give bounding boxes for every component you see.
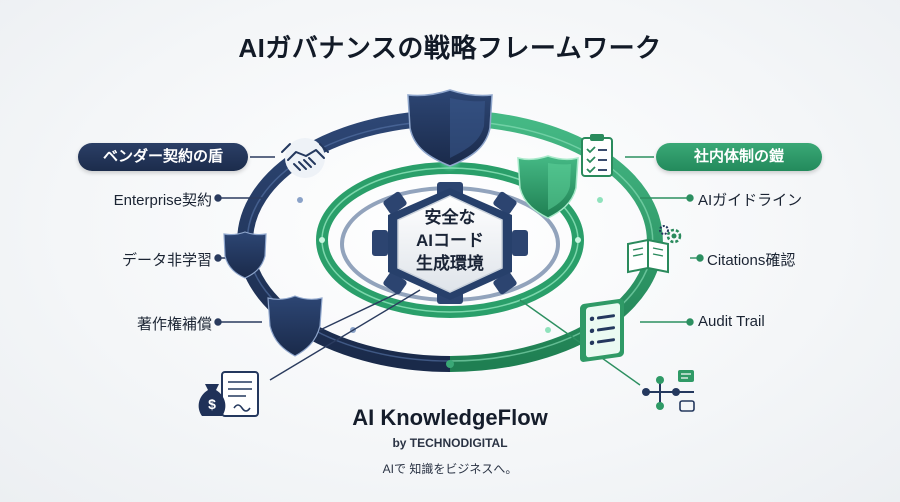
handshake-icon: [281, 138, 329, 178]
workflow-icon: [642, 370, 695, 412]
brand-name: AI KnowledgeFlow: [352, 405, 548, 430]
page-title: AIガバナンスの戦略フレームワーク: [238, 33, 662, 63]
vendor-contract-header: ベンダー契約の盾: [78, 143, 248, 171]
shield-icon: [517, 155, 579, 219]
right-item-label: AIガイドライン: [698, 192, 803, 209]
checklist-icon: [581, 134, 613, 177]
left-item-label: Enterprise契約: [113, 192, 212, 209]
shield-icon: [407, 89, 493, 167]
center-line: AIコード: [416, 231, 484, 250]
book-gear-icon: [627, 225, 682, 274]
left-item-label: 著作権補償: [136, 316, 212, 333]
svg-text:$: $: [208, 396, 216, 412]
left-item-label: データ非学習: [121, 252, 212, 269]
center-line: 生成環境: [416, 254, 484, 273]
internal-structure-header: 社内体制の鎧: [656, 143, 822, 171]
left-connectors: [214, 156, 421, 381]
brand-company: by TECHNODIGITAL: [392, 436, 508, 450]
center-label: 安全な AIコード 生成環境: [395, 206, 505, 275]
center-hexagon: [397, 195, 503, 293]
brand-tagline: AIで 知識をビジネスへ。: [382, 462, 518, 476]
shield-icon: [223, 231, 267, 279]
shield-icon: [267, 295, 323, 357]
right-item-label: Citations確認: [707, 252, 796, 269]
right-connectors: [519, 156, 704, 386]
center-line: 安全な: [424, 208, 476, 227]
money-contract-icon: $: [198, 371, 259, 417]
right-item-label: Audit Trail: [698, 313, 765, 330]
document-list-icon: [580, 298, 624, 362]
